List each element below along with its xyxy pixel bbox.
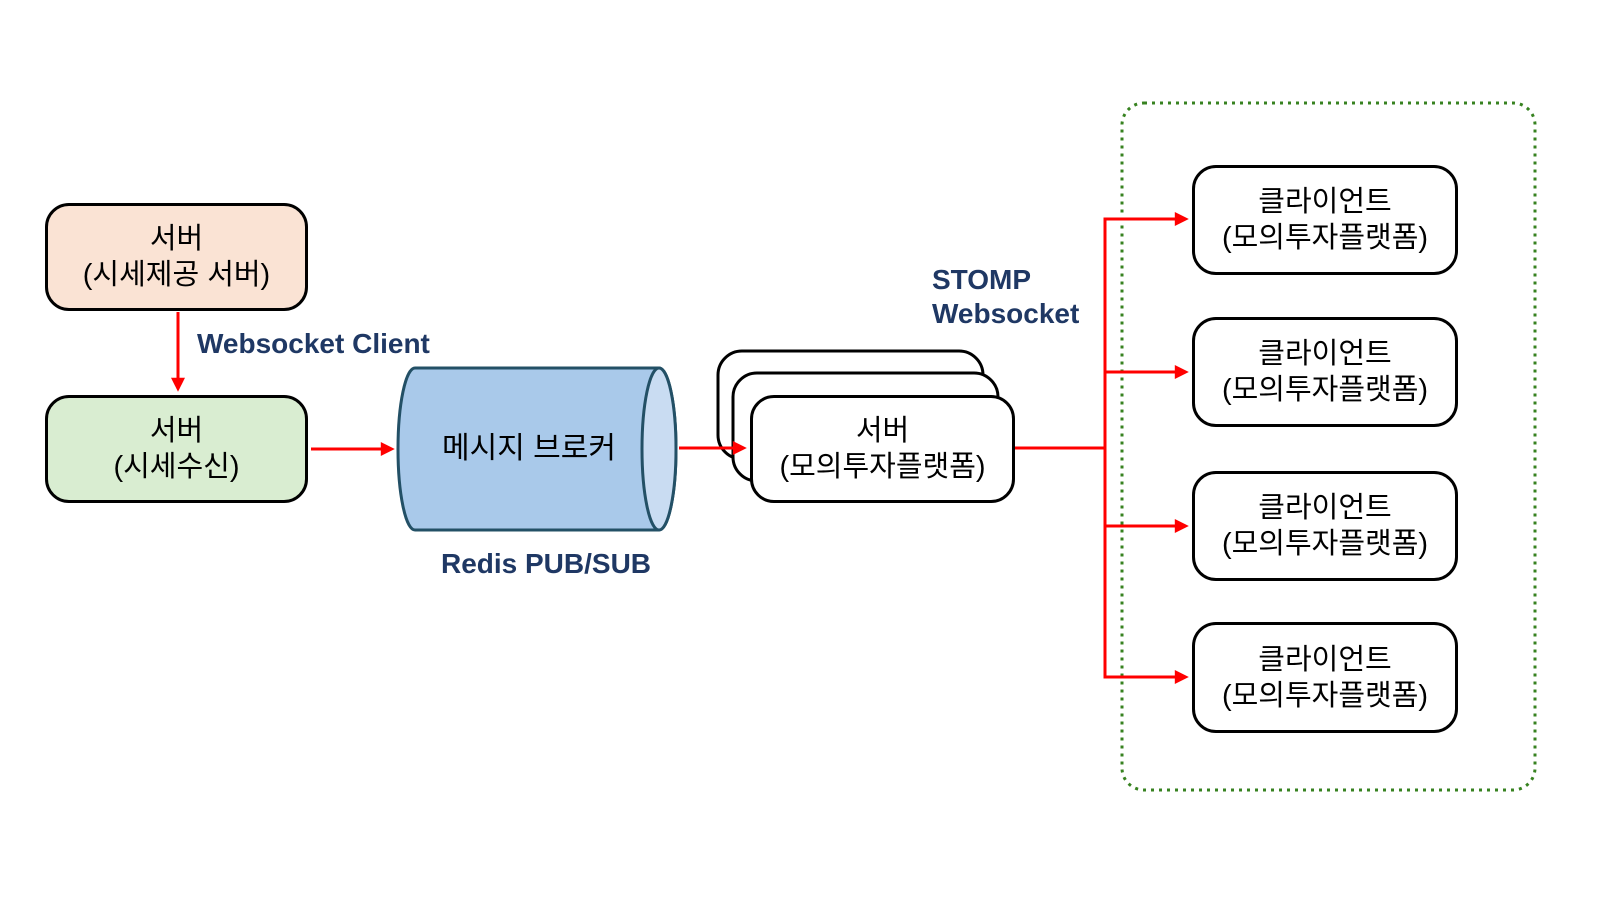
platform-server-line1: 서버 xyxy=(855,415,910,447)
stomp-label-line2: Websocket xyxy=(932,298,1080,329)
client-box-4: 클라이언트 (모의투자플랫폼) xyxy=(1192,622,1458,733)
receiver-server-line1: 서버 xyxy=(149,415,204,447)
platform-server-line2: (모의투자플랫폼) xyxy=(779,451,986,483)
client-2-line2: (모의투자플랫폼) xyxy=(1221,374,1429,406)
client-1-line2: (모의투자플랫폼) xyxy=(1221,222,1429,254)
platform-server-box: 서버 (모의투자플랫폼) xyxy=(750,395,1015,503)
client-box-3: 클라이언트 (모의투자플랫폼) xyxy=(1192,471,1458,581)
websocket-client-label: Websocket Client xyxy=(197,328,430,359)
receiver-server-box: 서버 (시세수신) xyxy=(45,395,308,503)
provider-server-line2: (시세제공 서버) xyxy=(82,259,271,291)
message-broker-label: 메시지 브로커 xyxy=(442,432,616,465)
client-2-line1: 클라이언트 xyxy=(1258,338,1392,370)
provider-server-box: 서버 (시세제공 서버) xyxy=(45,203,308,311)
message-broker-cylinder-cap xyxy=(640,366,678,532)
client-3-line1: 클라이언트 xyxy=(1258,492,1392,524)
receiver-server-line2: (시세수신) xyxy=(113,451,240,483)
client-box-2: 클라이언트 (모의투자플랫폼) xyxy=(1192,317,1458,427)
client-3-line2: (모의투자플랫폼) xyxy=(1221,528,1429,560)
client-box-1: 클라이언트 (모의투자플랫폼) xyxy=(1192,165,1458,275)
client-4-line2: (모의투자플랫폼) xyxy=(1221,679,1429,712)
client-4-line1: 클라이언트 xyxy=(1258,643,1392,676)
client-cluster-container xyxy=(1120,101,1537,792)
redis-pubsub-label: Redis PUB/SUB xyxy=(440,548,652,579)
client-1-line1: 클라이언트 xyxy=(1258,186,1392,218)
provider-server-line1: 서버 xyxy=(149,223,204,255)
stomp-label-line1: STOMP xyxy=(932,264,1032,295)
stomp-websocket-label: STOMP Websocket xyxy=(932,263,1079,331)
